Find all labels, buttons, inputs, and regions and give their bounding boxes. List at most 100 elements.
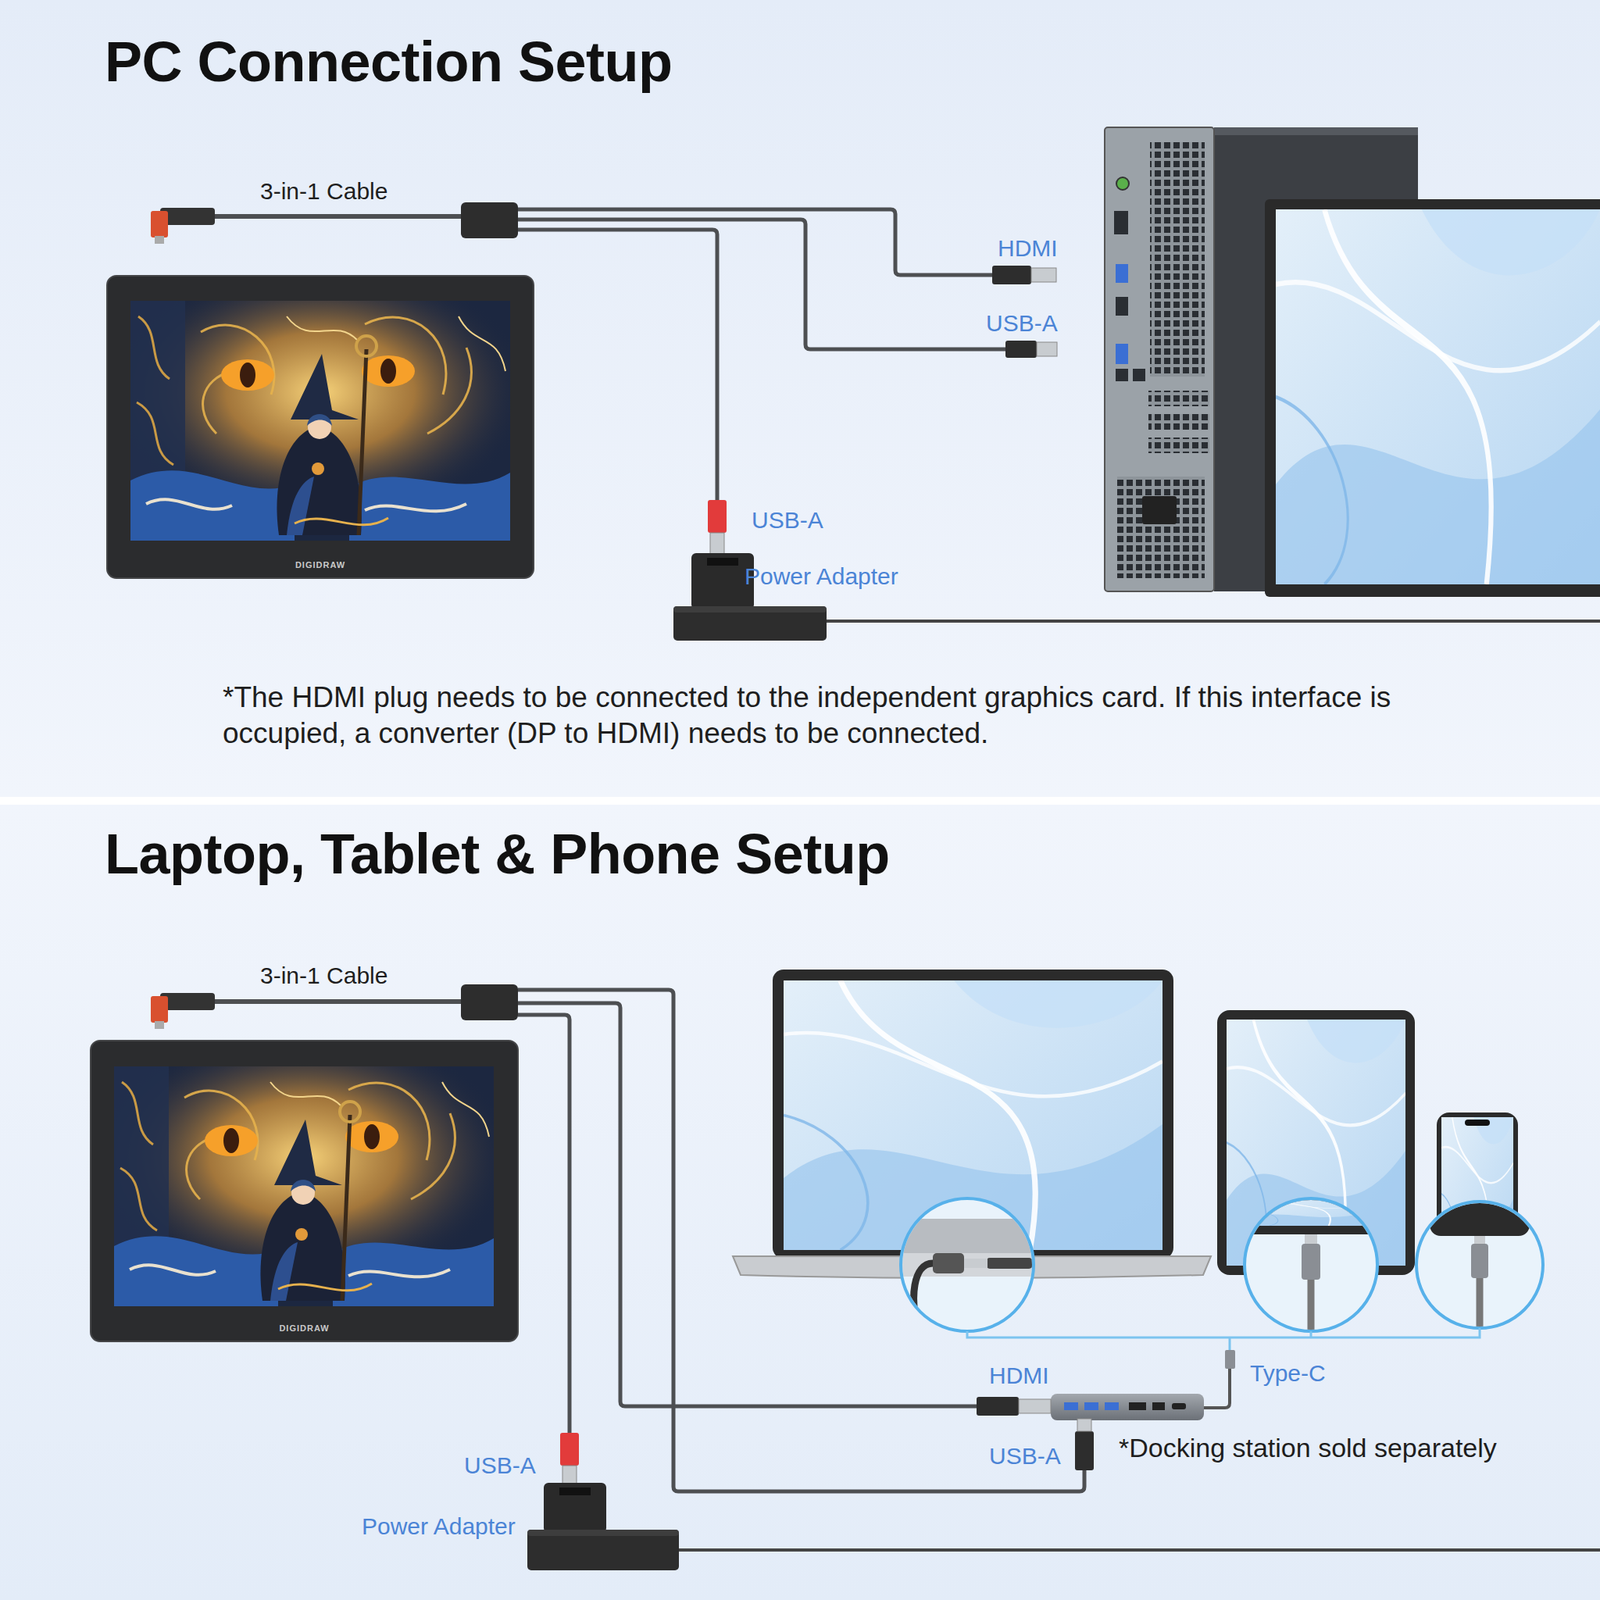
power-adapter	[527, 1529, 679, 1536]
usb-plug	[1005, 340, 1058, 358]
background	[0, 796, 1600, 805]
hdmi-plug	[1018, 1399, 1051, 1414]
magnifier	[932, 1253, 965, 1274]
pc-tower	[1132, 368, 1146, 382]
tablet-device: DIGIDRAW	[90, 1040, 518, 1342]
section-heading: Laptop, Tablet & Phone Setup	[104, 820, 890, 888]
cable	[517, 219, 1008, 350]
cable	[517, 229, 718, 502]
power-adapter	[673, 606, 827, 641]
cable	[150, 210, 168, 238]
usb-plug	[1075, 1431, 1094, 1471]
power-adapter	[527, 1529, 679, 1571]
pc-tower	[1214, 127, 1418, 136]
docking-station	[1050, 1393, 1204, 1421]
drawing-tablet	[130, 300, 511, 541]
cable	[150, 202, 1008, 502]
magnifier	[1416, 1201, 1543, 1329]
docking-station	[1171, 1403, 1186, 1410]
pc-tower	[1104, 127, 1215, 592]
cable	[160, 207, 215, 225]
port-name: Type-C	[1250, 1359, 1326, 1388]
magnifier	[900, 1198, 1034, 1332]
pc-tower	[1150, 142, 1205, 377]
power-adapter	[527, 1482, 1600, 1571]
docking-station	[1128, 1402, 1147, 1411]
docking-station	[1050, 1350, 1236, 1421]
cable	[160, 992, 215, 1011]
usb-plug	[560, 1432, 579, 1466]
hdmi-plug	[992, 265, 1057, 285]
docking-station	[1064, 1402, 1079, 1411]
magnifier	[1474, 1235, 1486, 1244]
magnifier	[914, 1263, 933, 1336]
port-name: HDMI	[989, 1361, 1050, 1390]
port-name: USB-A	[751, 506, 824, 535]
cable	[214, 999, 461, 1004]
hdmi-plug	[992, 265, 1032, 285]
cable	[150, 996, 168, 1023]
pc-tower	[1115, 368, 1129, 382]
port-name: USB-A	[464, 1451, 536, 1480]
power-adapter	[673, 606, 827, 613]
usb-plug	[560, 1432, 579, 1486]
usb-plug	[1036, 342, 1058, 357]
cable	[214, 214, 461, 219]
tablet-device: DIGIDRAW	[107, 275, 534, 579]
port-name: HDMI	[997, 234, 1058, 263]
usb-plug	[1077, 1418, 1092, 1432]
docking-station	[1152, 1402, 1165, 1411]
note: *Docking station sold separately	[1118, 1432, 1497, 1465]
cable	[154, 1021, 165, 1029]
docking-station	[1203, 1368, 1230, 1408]
section-band: Laptop, Tablet & Phone SetupDIGIDRAW	[0, 804, 1600, 1600]
port-name: USB-A	[985, 309, 1058, 338]
usb-plug	[707, 500, 727, 555]
magnifier	[1476, 1278, 1484, 1333]
usb-plug	[707, 500, 727, 533]
laptop	[732, 969, 1211, 1279]
port-name: USB-A	[989, 1442, 1061, 1471]
cable-name: 3-in-1 Cable	[260, 177, 388, 206]
cable	[517, 209, 1008, 502]
background	[0, 804, 1600, 1600]
magnifier	[898, 1218, 1040, 1336]
usb-plug	[1005, 340, 1037, 358]
tablet-computer	[1217, 1010, 1415, 1275]
docking-station	[1225, 1350, 1236, 1369]
docking-station	[1084, 1402, 1099, 1411]
docking-station	[1104, 1402, 1119, 1411]
brand-logo: DIGIDRAW	[90, 1323, 518, 1334]
power-adapter	[543, 1482, 607, 1533]
magnifier	[985, 1257, 1033, 1269]
tablet-computer	[1217, 1010, 1415, 1275]
magnifier	[967, 1328, 1480, 1350]
pc-tower	[1114, 210, 1129, 235]
magnifier	[1429, 1187, 1530, 1333]
cable	[154, 235, 165, 244]
pc-tower	[1117, 476, 1205, 579]
pc-tower	[1116, 177, 1129, 190]
power-adapter	[707, 557, 739, 566]
brand-logo: DIGIDRAW	[107, 560, 534, 571]
pc-tower	[1115, 343, 1129, 365]
cable	[460, 202, 518, 239]
monitor	[1275, 209, 1600, 585]
drawing-tablet	[90, 1040, 518, 1342]
pc-tower	[1148, 390, 1210, 407]
magnifier	[1307, 1279, 1315, 1336]
note: *The HDMI plug needs to be connected to …	[222, 679, 1411, 753]
magnifier	[1301, 1243, 1321, 1280]
pc-tower	[1148, 414, 1210, 430]
drawing-tablet	[114, 1066, 494, 1307]
usb-plug	[710, 532, 725, 555]
drawing-tablet	[90, 1040, 518, 1342]
cable	[460, 984, 518, 1021]
part-name: Power Adapter	[744, 562, 899, 591]
pc-tower	[1115, 264, 1129, 283]
background	[0, 0, 1600, 797]
magnifier	[1242, 1195, 1380, 1336]
